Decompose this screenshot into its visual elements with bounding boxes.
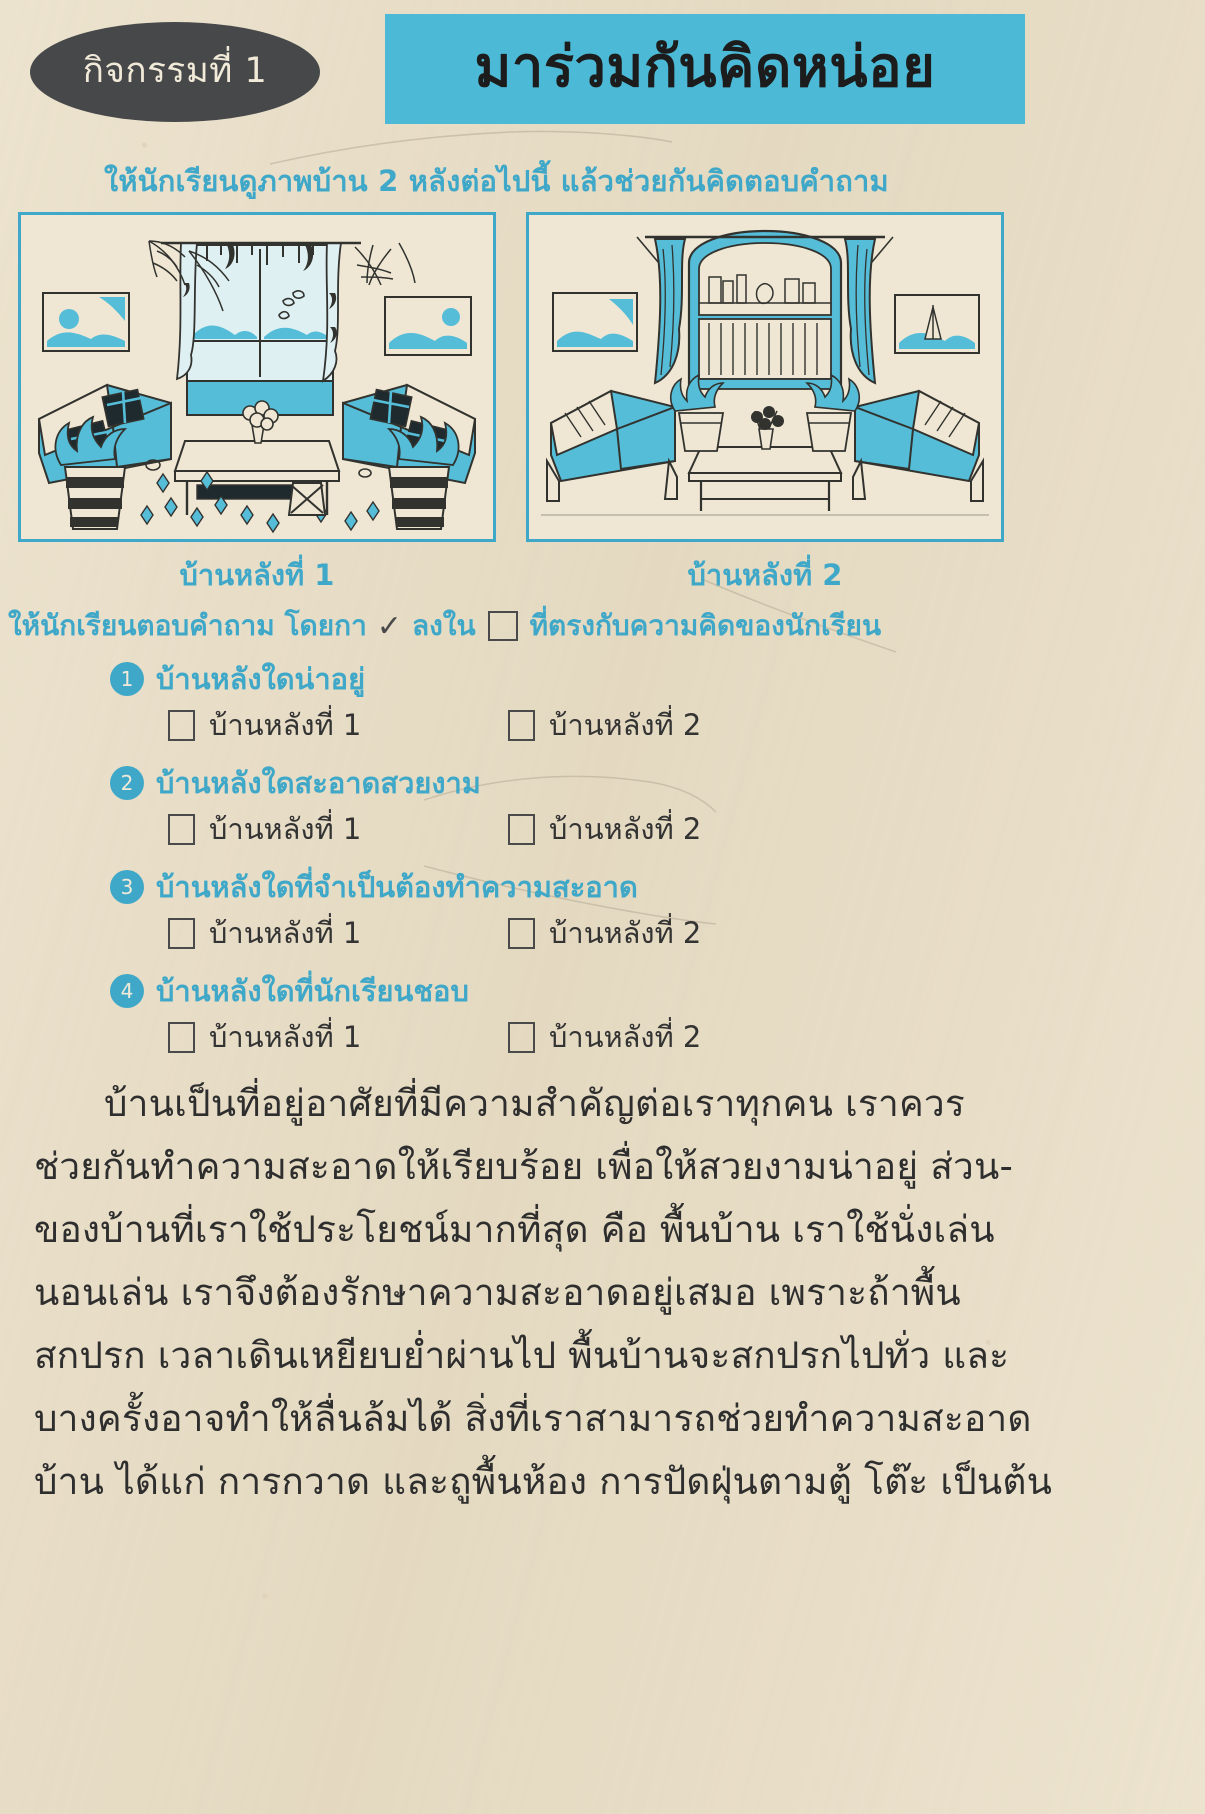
illustration-messy-house	[18, 212, 496, 542]
option-label: บ้านหลังที่ 2	[549, 1020, 702, 1054]
option-label: บ้านหลังที่ 1	[209, 916, 362, 950]
option-2-house-2[interactable]: บ้านหลังที่ 2	[508, 806, 701, 852]
checkbox-icon[interactable]	[508, 917, 535, 949]
instruction-part-2: ลงใน	[411, 609, 476, 642]
option-label: บ้านหลังที่ 1	[209, 812, 362, 846]
question-item-1: 1 บ้านหลังใดน่าอยู่ บ้านหลังที่ 1 บ้านหล…	[0, 650, 1205, 754]
option-3-house-2[interactable]: บ้านหลังที่ 2	[508, 910, 701, 956]
question-number-1: 1	[110, 662, 144, 696]
option-label: บ้านหลังที่ 1	[209, 1020, 362, 1054]
question-heading-2: 2 บ้านหลังใดสะอาดสวยงาม	[110, 760, 481, 806]
question-item-2: 2 บ้านหลังใดสะอาดสวยงาม บ้านหลังที่ 1 บ้…	[0, 754, 1205, 858]
page-header: กิจกรรมที่ 1 มาร่วมกันคิดหน่อย	[0, 14, 1205, 126]
body-line-7: บ้าน ได้แก่ การกวาด และถูพื้นห้อง การปัด…	[34, 1460, 1053, 1503]
checkbox-icon[interactable]	[168, 813, 195, 845]
option-4-house-1[interactable]: บ้านหลังที่ 1	[168, 1014, 361, 1060]
panel-caption-2: บ้านหลังที่ 2	[687, 558, 843, 592]
question-heading-1: 1 บ้านหลังใดน่าอยู่	[110, 656, 365, 702]
question-number-2: 2	[110, 766, 144, 800]
illustration-tidy-house	[526, 212, 1004, 542]
checkbox-icon[interactable]	[508, 813, 535, 845]
instruction-part-1: ให้นักเรียนตอบคำถาม โดยกา	[8, 609, 367, 642]
option-2-house-1[interactable]: บ้านหลังที่ 1	[168, 806, 361, 852]
question-item-3: 3 บ้านหลังใดที่จำเป็นต้องทำความสะอาด บ้า…	[0, 858, 1205, 962]
illustration-panels	[18, 212, 1190, 542]
option-label: บ้านหลังที่ 2	[549, 812, 702, 846]
option-3-house-1[interactable]: บ้านหลังที่ 1	[168, 910, 361, 956]
question-text-1: บ้านหลังใดน่าอยู่	[156, 662, 366, 696]
empty-checkbox-icon	[487, 611, 518, 641]
question-number-4: 4	[110, 974, 144, 1008]
question-number-3: 3	[110, 870, 144, 904]
body-line-6: บางครั้งอาจทำให้ลื่นล้มได้ สิ่งที่เราสาม…	[34, 1397, 1032, 1440]
option-label: บ้านหลังที่ 2	[549, 916, 702, 950]
option-label: บ้านหลังที่ 2	[549, 708, 702, 742]
checkbox-icon[interactable]	[168, 1021, 195, 1053]
option-1-house-2[interactable]: บ้านหลังที่ 2	[508, 702, 701, 748]
check-mark-icon: ✓	[376, 608, 402, 644]
checkbox-icon[interactable]	[508, 1021, 535, 1053]
option-label: บ้านหลังที่ 1	[209, 708, 362, 742]
activity-badge: กิจกรรมที่ 1	[30, 22, 320, 122]
checkbox-icon[interactable]	[168, 709, 195, 741]
body-line-2: ช่วยกันทำความสะอาดให้เรียบร้อย เพื่อให้ส…	[34, 1145, 1014, 1188]
body-line-4: นอนเล่น เราจึงต้องรักษาความสะอาดอยู่เสมอ…	[34, 1271, 961, 1314]
question-heading-3: 3 บ้านหลังใดที่จำเป็นต้องทำความสะอาด	[110, 864, 638, 910]
question-item-4: 4 บ้านหลังใดที่นักเรียนชอบ บ้านหลังที่ 1…	[0, 962, 1205, 1066]
option-1-house-1[interactable]: บ้านหลังที่ 1	[168, 702, 361, 748]
question-heading-4: 4 บ้านหลังใดที่นักเรียนชอบ	[110, 968, 469, 1014]
subtitle-instruction: ให้นักเรียนดูภาพบ้าน 2 หลังต่อไปนี้ แล้ว…	[104, 164, 889, 198]
title-banner: มาร่วมกันคิดหน่อย	[385, 14, 1025, 124]
question-text-3: บ้านหลังใดที่จำเป็นต้องทำความสะอาด	[156, 870, 638, 904]
body-line-3: ของบ้านที่เราใช้ประโยชน์มากที่สุด คือ พื…	[34, 1208, 995, 1251]
question-text-2: บ้านหลังใดสะอาดสวยงาม	[156, 766, 481, 800]
question-text-4: บ้านหลังใดที่นักเรียนชอบ	[156, 974, 469, 1008]
question-list: 1 บ้านหลังใดน่าอยู่ บ้านหลังที่ 1 บ้านหล…	[0, 650, 1205, 1066]
body-line-1: บ้านเป็นที่อยู่อาศัยที่มีความสำคัญต่อเรา…	[104, 1082, 965, 1125]
body-paragraph: บ้านเป็นที่อยู่อาศัยที่มีความสำคัญต่อเรา…	[34, 1072, 1184, 1513]
panel-caption-1: บ้านหลังที่ 1	[179, 558, 335, 592]
page-title: มาร่วมกันคิดหน่อย	[474, 34, 936, 100]
checkbox-icon[interactable]	[168, 917, 195, 949]
instruction-part-3: ที่ตรงกับความคิดของนักเรียน	[529, 609, 882, 642]
checkbox-instruction: ให้นักเรียนตอบคำถาม โดยกา ✓ ลงใน ที่ตรงก…	[8, 604, 1108, 648]
activity-badge-label: กิจกรรมที่ 1	[82, 50, 268, 91]
option-4-house-2[interactable]: บ้านหลังที่ 2	[508, 1014, 701, 1060]
body-line-5: สกปรก เวลาเดินเหยียบย่ำผ่านไป พื้นบ้านจะ…	[34, 1334, 1010, 1377]
checkbox-icon[interactable]	[508, 709, 535, 741]
